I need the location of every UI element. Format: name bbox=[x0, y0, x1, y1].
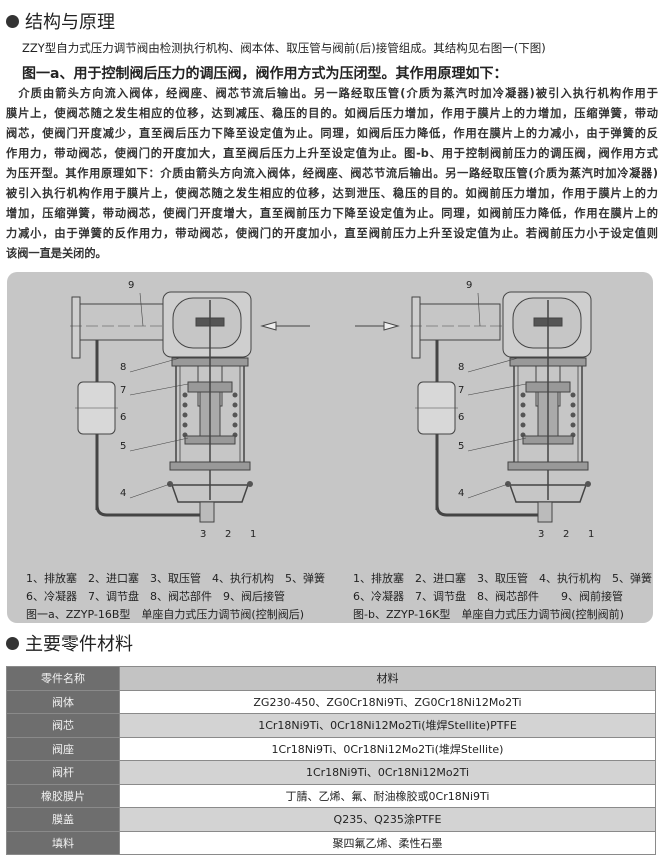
part-name: 膜盖 bbox=[6, 807, 120, 832]
intro-text: ZZY型自力式压力调节阀由检测执行机构、阀本体、取压管与阀前(后)接管组成。其结… bbox=[22, 41, 546, 55]
paragraph-line: 膜片上，使阀芯随之发生相应的位移，达到减压、稳压的目的。如阀后压力增加，作用于膜… bbox=[6, 107, 658, 120]
part-name: 填料 bbox=[6, 830, 120, 855]
valve-diagram-b: 1 2 3 4 5 6 7 8 9 bbox=[355, 280, 594, 540]
part-label-3: 3 bbox=[200, 529, 206, 540]
part-label-6: 6 bbox=[120, 412, 126, 423]
paragraph-line: 阀芯，使阀门开度减少，直至阀后压力下降至设定值为止。同理，如阀后压力降低，作用在… bbox=[6, 127, 658, 140]
paragraph-line: 作用力，带动阀芯，使阀门的开度加大，直至阀后压力上升至设定值为止。图-b、用于控… bbox=[6, 147, 658, 160]
header-cell: 材料 bbox=[119, 666, 656, 691]
part-label-3: 3 bbox=[538, 529, 544, 540]
paragraph-line: 为压开型。其作用原理如下：介质由箭头方向流入阀体，经阀座、阀芯节流后输出。另一路… bbox=[6, 167, 658, 180]
material: 1Cr18Ni9Ti、0Cr18Ni12Mo2Ti bbox=[119, 760, 656, 785]
material: 丁腈、乙烯、氟、耐油橡胶或0Cr18Ni9Ti bbox=[119, 783, 656, 808]
part-label-5: 5 bbox=[458, 441, 464, 452]
part-name: 阀座 bbox=[6, 736, 120, 761]
heading-text: 主要零件材料 bbox=[25, 634, 133, 655]
paragraph-line: 介质由箭头方向流入阀体，经阀座、阀芯节流后输出。另一路经取压管(介质为蒸汽时加冷… bbox=[6, 87, 658, 100]
lower-plate bbox=[169, 461, 251, 471]
part-label-8: 8 bbox=[458, 362, 464, 373]
bullet-icon bbox=[6, 636, 19, 650]
figure-panel: 1 2 3 4 5 6 7 8 9 1 2 3 4 5 6 7 8 9 1、排放塞 2、进口塞 3、取压管 4、… bbox=[7, 272, 653, 623]
pressure-pipe bbox=[435, 504, 538, 517]
legend-line: 6、冷凝器 7、调节盘 8、阀芯部件 9、阀前接管 bbox=[353, 590, 623, 603]
pipe bbox=[419, 303, 501, 341]
part-name: 阀杆 bbox=[6, 760, 120, 785]
subtitle: 图一a、用于控制阀后压力的调压阀，阀作用方式为压闭型。其作用原理如下： bbox=[22, 66, 508, 82]
part-label-9: 9 bbox=[128, 280, 134, 291]
legend-line: 1、排放塞 2、进口塞 3、取压管 4、执行机构 5、弹簧 bbox=[26, 572, 325, 585]
diaphragm-housing bbox=[170, 484, 250, 503]
section-heading-structure: 结构与原理 bbox=[6, 8, 115, 34]
part-label-4: 4 bbox=[120, 488, 126, 499]
paragraph-line: 该阀一直是关闭的。 bbox=[6, 247, 107, 260]
pressure-pipe bbox=[95, 504, 200, 517]
bullet-icon bbox=[6, 14, 19, 28]
part-name: 阀体 bbox=[6, 689, 120, 714]
header-cell: 零件名称 bbox=[6, 666, 120, 691]
part-name: 阀芯 bbox=[6, 713, 120, 738]
material: Q235、Q235涂PTFE bbox=[119, 807, 656, 832]
material: 聚四氟乙烯、柔性石墨 bbox=[119, 830, 656, 855]
part-label-2: 2 bbox=[563, 529, 569, 540]
paragraph-line: 被引入执行机构作用于膜片上，使阀芯随之发生相应的位移，达到泄压、稳压的目的。如阀… bbox=[6, 187, 658, 200]
flange bbox=[411, 296, 421, 359]
valve-diagram-a: 1 2 3 4 5 6 7 8 9 bbox=[70, 280, 310, 540]
part-label-7: 7 bbox=[458, 385, 464, 396]
part-name: 橡胶膜片 bbox=[6, 783, 120, 808]
part-label-5: 5 bbox=[120, 441, 126, 452]
part-label-4: 4 bbox=[458, 488, 464, 499]
part-label-1: 1 bbox=[588, 529, 594, 540]
part-label-1: 1 bbox=[250, 529, 256, 540]
lower-plate bbox=[507, 461, 589, 471]
material: ZG230-450、ZG0Cr18Ni9Ti、ZG0Cr18Ni12Mo2Ti bbox=[119, 689, 656, 714]
table-header: 零件名称材料 bbox=[6, 666, 656, 691]
flow-arrow-icon bbox=[260, 321, 277, 331]
table-row: 填料聚四氟乙烯、柔性石墨 bbox=[6, 830, 656, 855]
part-label-9: 9 bbox=[466, 280, 472, 291]
legend-line: 1、排放塞 2、进口塞 3、取压管 4、执行机构 5、弹簧 bbox=[353, 572, 652, 585]
legend-a: 1、排放塞 2、进口塞 3、取压管 4、执行机构 5、弹簧 6、冷凝器 7、调节… bbox=[26, 570, 325, 624]
material: 1Cr18Ni9Ti、0Cr18Ni12Mo2Ti(堆焊Stellite) bbox=[119, 736, 656, 761]
paragraph-line: 增加，压缩弹簧，带动阀芯，使阀门开度增大，直至阀前压力下降至设定值为止。同理，如… bbox=[6, 207, 658, 220]
pipe bbox=[79, 303, 164, 341]
section-heading-materials: 主要零件材料 bbox=[6, 630, 133, 656]
part-label-7: 7 bbox=[120, 385, 126, 396]
inlet-plug bbox=[537, 501, 553, 523]
legend-line: 6、冷凝器 7、调节盘 8、阀芯部件 9、阀后接管 bbox=[26, 590, 285, 603]
flange bbox=[71, 296, 81, 359]
part-label-6: 6 bbox=[458, 412, 464, 423]
inlet-plug bbox=[199, 501, 215, 523]
paragraph-line: 力减小，由于弹簧的反作用力，带动阀芯，使阀门的开度加小，直至阀前压力上升至设定值… bbox=[6, 227, 658, 240]
diaphragm-housing bbox=[508, 484, 588, 503]
table-row: 橡胶膜片丁腈、乙烯、氟、耐油橡胶或0Cr18Ni9Ti bbox=[6, 783, 656, 808]
principle-paragraph: 介质由箭头方向流入阀体，经阀座、阀芯节流后输出。另一路经取压管(介质为蒸汽时加冷… bbox=[6, 84, 658, 264]
figure-caption: 图一a、ZZYP-16B型 单座自力式压力调节阀(控制阀后) bbox=[26, 608, 305, 621]
flow-arrow-icon bbox=[383, 321, 400, 331]
part-label-8: 8 bbox=[120, 362, 126, 373]
part-label-2: 2 bbox=[225, 529, 231, 540]
heading-text: 结构与原理 bbox=[25, 12, 115, 33]
figure-caption: 图-b、ZZYP-16K型 单座自力式压力调节阀(控制阀前) bbox=[353, 608, 624, 621]
legend-b: 1、排放塞 2、进口塞 3、取压管 4、执行机构 5、弹簧 6、冷凝器 7、调节… bbox=[353, 570, 652, 624]
material: 1Cr18Ni9Ti、0Cr18Ni12Mo2Ti(堆焊Stellite)PTF… bbox=[119, 713, 656, 738]
